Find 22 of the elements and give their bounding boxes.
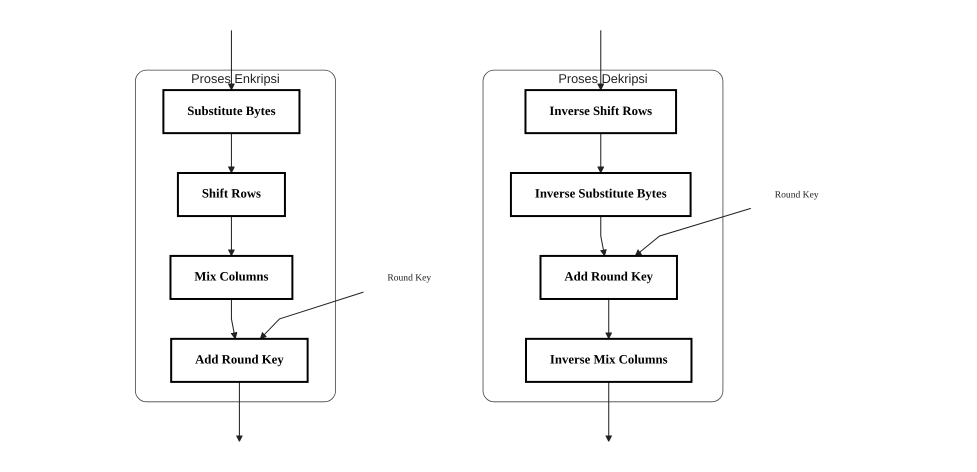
node-box: Mix Columns	[169, 254, 293, 300]
node-box: Shift Rows	[176, 172, 286, 218]
arrow	[596, 30, 604, 90]
node-box: Substitute Bytes	[162, 89, 300, 134]
node-box: Inverse Mix Columns	[524, 338, 692, 383]
arrow	[230, 298, 238, 340]
arrow	[227, 216, 234, 256]
node-box: Inverse Shift Rows	[524, 89, 677, 134]
node-box: Add Round Key	[170, 338, 308, 383]
arrow	[235, 382, 242, 442]
arrow	[604, 382, 612, 442]
arrow	[604, 298, 612, 340]
arrow	[596, 133, 604, 174]
arrow	[227, 133, 234, 174]
node-box: Inverse Substitute Bytes	[509, 172, 692, 218]
node-box: Add Round Key	[539, 254, 678, 300]
arrow	[634, 208, 751, 256]
node-text: Round Key	[386, 272, 431, 284]
arrow	[600, 216, 606, 256]
node-text: Round Key	[774, 188, 818, 200]
arrow	[259, 292, 364, 340]
arrow	[227, 30, 234, 90]
